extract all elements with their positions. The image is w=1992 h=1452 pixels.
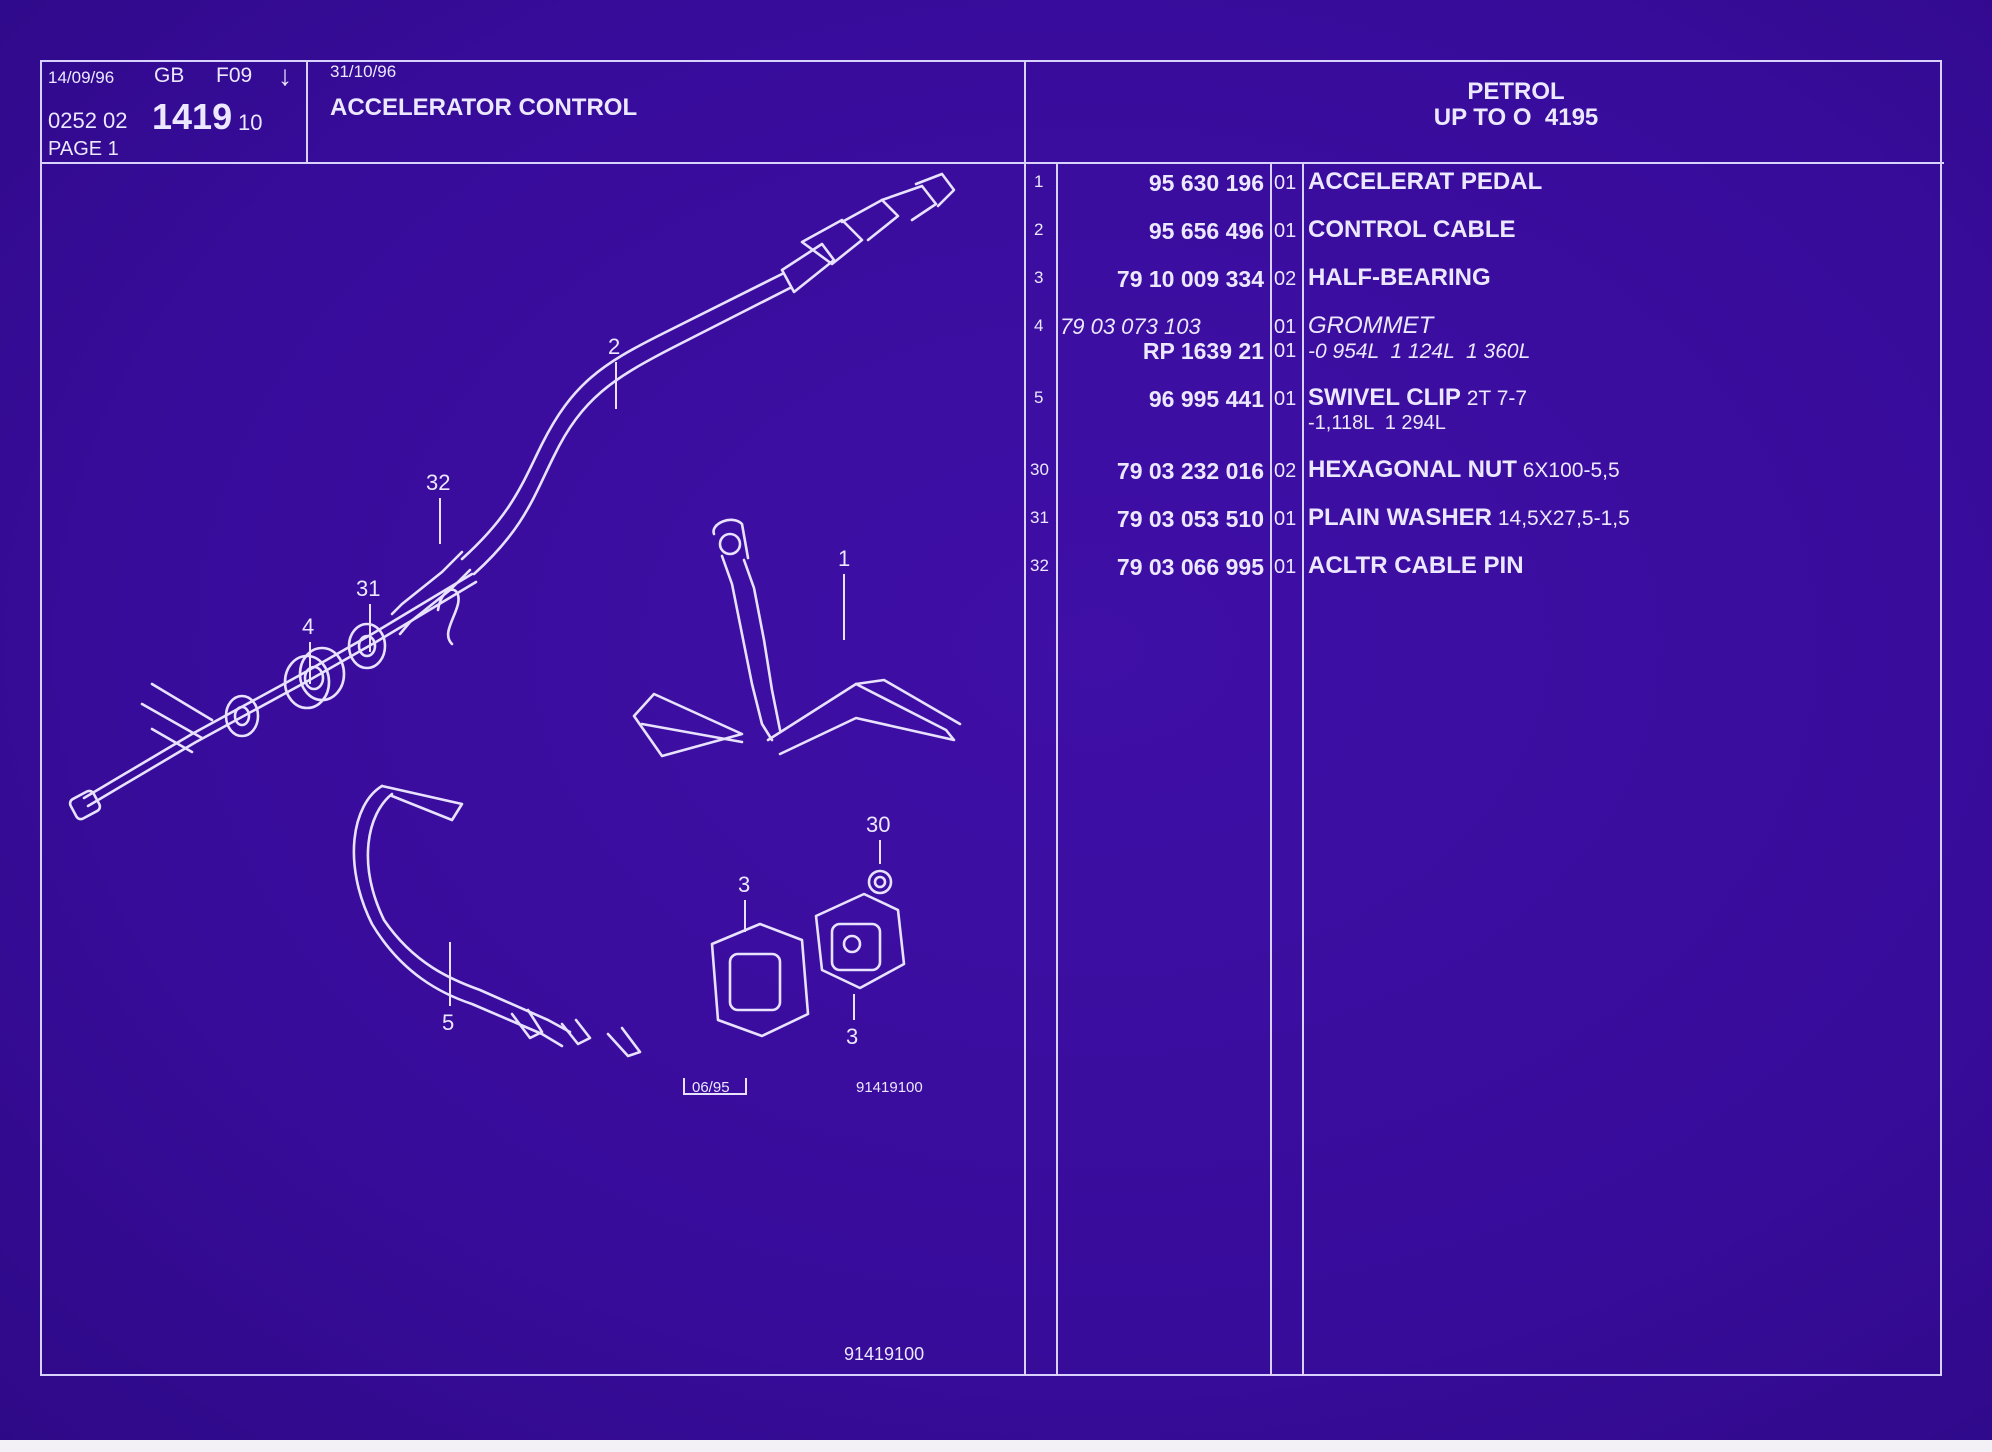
cable-pin-drawing (436, 588, 460, 646)
section-code: F09 (216, 64, 253, 87)
part-desc: CONTROL CABLE (1308, 216, 1516, 243)
part-qty: 01 (1274, 340, 1297, 362)
part-qty: 01 (1274, 556, 1297, 578)
part-num: 31 (1030, 508, 1049, 527)
callout-label: 3 (738, 872, 750, 897)
part-ref: 79 03 073 103 (1060, 314, 1201, 339)
callout-label: 3 (846, 1024, 858, 1049)
part-num: 5 (1034, 388, 1044, 407)
part-num: 30 (1030, 460, 1049, 479)
drawing-ref: 91419100 (856, 1079, 923, 1096)
part-desc: PLAIN WASHER 14,5X27,5-1,5 (1308, 504, 1630, 531)
part-qty: 01 (1274, 172, 1297, 194)
part-ref: 79 03 066 995 (1116, 554, 1264, 580)
part-desc: GROMMET (1308, 312, 1434, 339)
part-num: 32 (1030, 556, 1049, 575)
revision-date: 31/10/96 (330, 62, 397, 81)
col-sep-3 (1302, 162, 1304, 1376)
part-ref: RP 1639 21 (1142, 338, 1264, 364)
col-sep-1 (1056, 162, 1058, 1376)
part-num: 1 (1034, 172, 1044, 191)
part-num: 4 (1034, 316, 1044, 335)
sheet-frame: 14/09/96 GB F09 ↓ 0252 02 1419 10 PAGE 1… (40, 60, 1944, 1376)
part-ref: 79 03 232 016 (1116, 458, 1264, 484)
part-num: 3 (1034, 268, 1044, 287)
page-label: PAGE 1 (48, 138, 119, 160)
half-bearing-drawing (710, 869, 906, 1038)
down-arrow-icon: ↓ (278, 60, 292, 91)
callout-label: 4 (302, 614, 314, 639)
callout-label: 1 (838, 546, 850, 571)
part-ref: 79 03 053 510 (1116, 506, 1264, 532)
part-qty: 01 (1274, 508, 1297, 530)
ref-suffix: 10 (238, 110, 263, 135)
part-ref: 79 10 009 334 (1116, 266, 1264, 292)
callout-label: 30 (866, 812, 890, 837)
fuel-type: PETROL (1467, 78, 1565, 105)
ref-prefix: 0252 02 (48, 108, 128, 133)
exploded-diagram: 2 32 31 4 1 30 3 3 5 06/95 91419100 9141… (68, 172, 962, 1364)
part-num: 2 (1034, 220, 1044, 239)
header-divider-right (1026, 162, 1944, 164)
part-qty: 01 (1274, 388, 1297, 410)
part-desc: HALF-BEARING (1308, 264, 1491, 291)
part-desc: SWIVEL CLIP 2T 7-7 (1308, 384, 1528, 411)
header-divider-left (42, 162, 1026, 164)
part-desc: ACCELERAT PEDAL (1308, 168, 1543, 195)
col-sep-2 (1270, 162, 1272, 1376)
part-desc: ACLTR CABLE PIN (1308, 552, 1524, 579)
part-qty: 01 (1274, 316, 1297, 338)
part-ref: 96 995 441 (1148, 386, 1264, 412)
part-ref: 95 630 196 (1148, 170, 1264, 196)
accelerator-pedal-drawing (632, 518, 962, 758)
control-cable-drawing (68, 172, 956, 821)
serial-range: UP TO O 4195 (1433, 104, 1599, 131)
footer-ref: 91419100 (844, 1344, 924, 1364)
part-ref: 95 656 496 (1148, 218, 1264, 244)
header-vsep (306, 62, 308, 162)
swivel-clip-drawing (352, 784, 642, 1058)
print-date: 14/09/96 (48, 68, 115, 87)
main-vsep (1024, 62, 1026, 1376)
part-qty: 02 (1274, 460, 1297, 482)
stamp-date: 06/95 (692, 1079, 730, 1096)
part-qty: 01 (1274, 220, 1297, 242)
part-qty: 02 (1274, 268, 1297, 290)
callout-label: 5 (442, 1010, 454, 1035)
callout-label: 2 (608, 334, 620, 359)
country-code: GB (154, 64, 185, 87)
callout-label: 31 (356, 576, 380, 601)
part-desc: HEXAGONAL NUT 6X100-5,5 (1308, 456, 1620, 483)
page-title: ACCELERATOR CONTROL (330, 94, 638, 121)
callout-label: 32 (426, 470, 450, 495)
part-desc-extra: -1,118L 1 294L (1308, 412, 1446, 434)
plate-number: 1419 (152, 96, 233, 137)
part-desc: -0 954L 1 124L 1 360L (1308, 340, 1531, 363)
